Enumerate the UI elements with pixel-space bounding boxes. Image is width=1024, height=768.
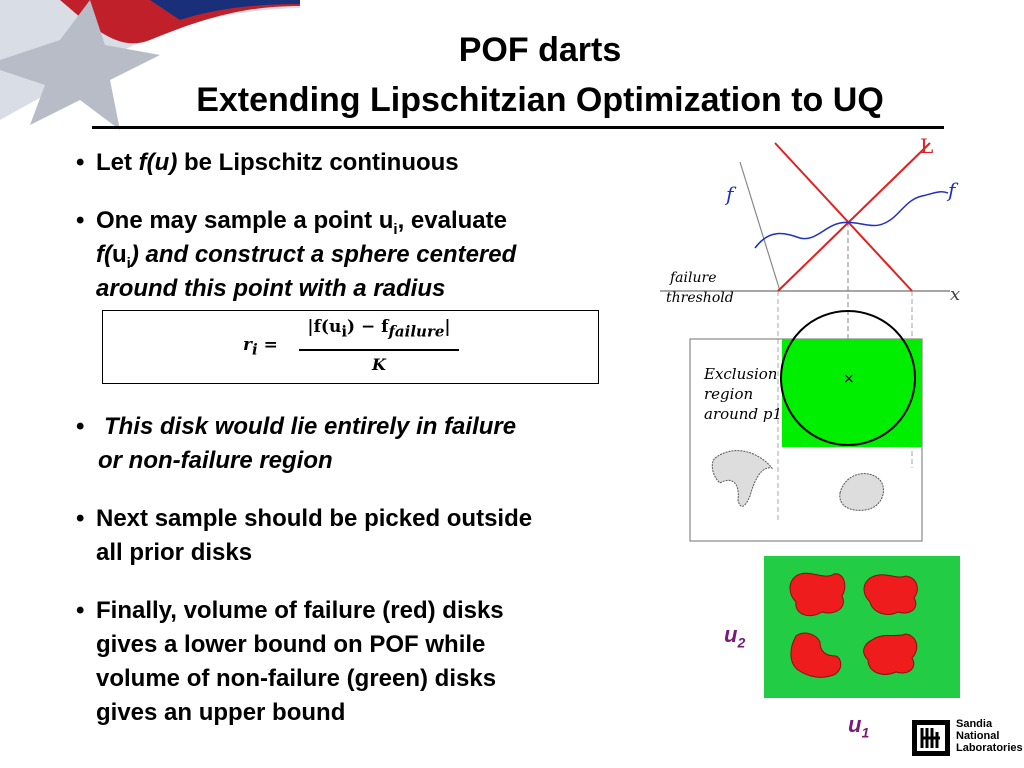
failure-region-left xyxy=(711,450,774,507)
title-line-2: Extending Lipschitzian Optimization to U… xyxy=(196,81,884,119)
nonfailure-background xyxy=(764,556,960,698)
label-exclusion-2: region xyxy=(704,385,754,403)
sandia-logo-text: Sandia National Laboratories xyxy=(956,718,1023,754)
bullet-dot: • xyxy=(76,505,85,532)
lipschitz-line-down xyxy=(774,142,913,292)
bullet-dot: • xyxy=(76,597,85,624)
label-exclusion-3: around p1 xyxy=(704,405,782,423)
function-curve xyxy=(754,191,949,249)
f-axis xyxy=(739,161,781,292)
lipschitz-diagram: × xyxy=(660,142,950,542)
bullet-lipschitz: • Let f(u) be Lipschitz continuous xyxy=(76,146,636,180)
disk-center-mark: × xyxy=(843,371,855,387)
formula-fraction-bar xyxy=(299,349,459,351)
exclusion-disk xyxy=(780,310,916,446)
failure-disk-bottom-left xyxy=(790,632,842,678)
label-x-axis: x xyxy=(950,284,961,305)
failure-disk-bottom-right xyxy=(863,633,918,675)
failure-disk-top-right xyxy=(863,574,918,615)
lipschitz-line-up xyxy=(777,142,931,292)
title-divider xyxy=(92,126,944,129)
bullet-volume-bounds: • Finally, volume of failure (red) disks… xyxy=(76,594,636,730)
formula-numerator: |f(ui) − ffailure| xyxy=(307,317,451,341)
bullet-dot: • xyxy=(76,207,85,234)
sandia-logo xyxy=(912,720,950,756)
bullet-sample-point: • One may sample a point ui, evaluate f(… xyxy=(76,204,636,306)
pof-darts-sample-square xyxy=(764,556,960,698)
failure-disk-top-left xyxy=(789,572,846,617)
label-exclusion-1: Exclusion xyxy=(704,365,778,383)
formula-denominator: K xyxy=(372,355,386,374)
radius-formula-box: ri = |f(ui) − ffailure| K xyxy=(102,310,599,384)
exclusion-fill xyxy=(782,339,922,447)
label-f-axis: f xyxy=(726,182,734,206)
label-L: L xyxy=(920,134,934,158)
formula-lhs: ri = xyxy=(243,335,278,359)
failure-region-right xyxy=(839,473,884,511)
corner-star-flag-logo xyxy=(0,0,300,130)
label-failure: failure xyxy=(670,270,717,286)
bullet-dot: • xyxy=(76,413,85,440)
bullet-next-sample: • Next sample should be picked outside a… xyxy=(76,502,636,570)
bullet-dot: • xyxy=(76,149,85,176)
bullet-disk-region: • This disk would lie entirely in failur… xyxy=(76,410,636,478)
axis-label-u2: u2 xyxy=(724,622,746,651)
label-f-curve: f xyxy=(948,178,956,202)
axis-label-u1: u1 xyxy=(848,712,870,741)
label-threshold: threshold xyxy=(666,290,734,306)
title-line-1: POF darts xyxy=(458,31,622,69)
